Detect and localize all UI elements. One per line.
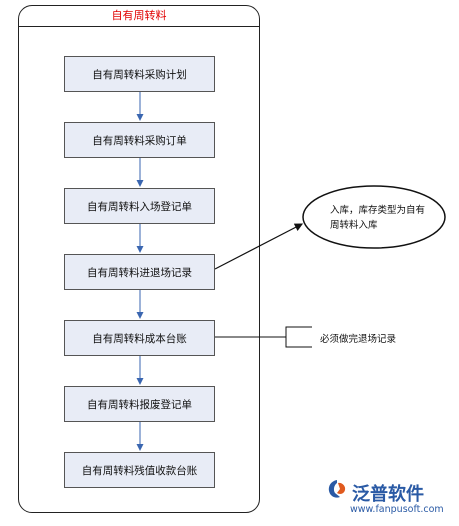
flow-step-7[interactable]: 自有周转料残值收款台账 bbox=[64, 452, 215, 488]
logo-name: 泛普软件 bbox=[352, 484, 424, 505]
logo-url: www.fanpusoft.com bbox=[350, 504, 444, 515]
flow-step-2[interactable]: 自有周转料采购订单 bbox=[64, 122, 215, 158]
logo-icon bbox=[328, 480, 346, 498]
flow-step-3[interactable]: 自有周转料入场登记单 bbox=[64, 188, 215, 224]
flow-step-6[interactable]: 自有周转料报废登记单 bbox=[64, 386, 215, 422]
swimlane-title: 自有周转料 bbox=[18, 5, 260, 27]
flow-step-4[interactable]: 自有周转料进退场记录 bbox=[64, 254, 215, 290]
note-bracket bbox=[285, 326, 312, 348]
note-ellipse bbox=[302, 185, 446, 249]
bracket-note-text: 必须做完退场记录 bbox=[320, 334, 397, 345]
callout-arrow bbox=[214, 223, 304, 270]
swimlane bbox=[18, 5, 260, 513]
flow-step-1[interactable]: 自有周转料采购计划 bbox=[64, 56, 215, 92]
ellipse-note-line-2: 周转料入库 bbox=[330, 220, 378, 231]
flow-step-5[interactable]: 自有周转料成本台账 bbox=[64, 320, 215, 356]
ellipse-note-line-1: 入库，库存类型为自有 bbox=[330, 205, 426, 216]
